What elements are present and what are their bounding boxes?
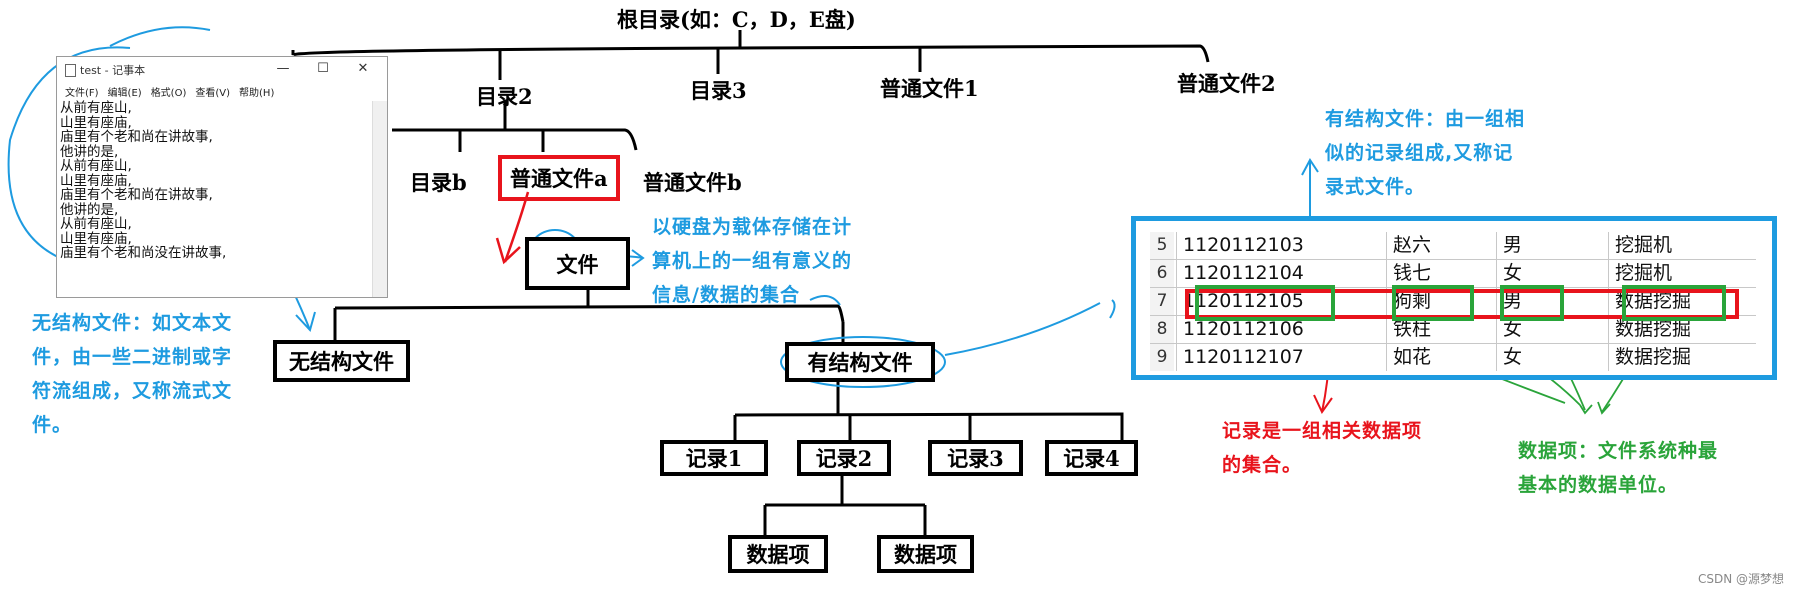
- cell-id: 1120112107: [1176, 344, 1386, 371]
- minimize-icon[interactable]: —: [269, 61, 297, 76]
- data-item-box-1: 数据项: [728, 535, 828, 573]
- dir-node-3: 目录3: [690, 75, 747, 105]
- notepad-line: 从前有座山,: [60, 159, 387, 174]
- menu-file[interactable]: 文件(F): [65, 84, 99, 99]
- file-node-b: 普通文件b: [643, 167, 742, 197]
- row-number: 8: [1150, 316, 1174, 343]
- unstructured-file-box: 无结构文件: [273, 340, 410, 382]
- table-row: 5 1120112103 赵六 男 挖掘机: [1150, 232, 1756, 259]
- cell-name: 赵六: [1386, 232, 1496, 259]
- cell-job: 挖掘机: [1608, 232, 1756, 259]
- table-row: 9 1120112107 如花 女 数据挖掘: [1150, 344, 1756, 371]
- menu-format[interactable]: 格式(O): [151, 84, 187, 99]
- dir-node-2: 目录2: [476, 81, 533, 111]
- file-definition-note: 以硬盘为载体存储在计 算机上的一组有意义的 信息/数据的集合: [652, 210, 852, 312]
- file-node-a: 普通文件a: [498, 155, 620, 201]
- row-number: 9: [1150, 344, 1174, 371]
- file-node-2: 普通文件2: [1177, 68, 1276, 98]
- record-box-1: 记录1: [660, 440, 768, 476]
- cell-name: 钱七: [1386, 260, 1496, 287]
- notepad-menubar: 文件(F) 编辑(E) 格式(O) 查看(V) 帮助(H): [57, 83, 387, 99]
- record-box-2: 记录2: [797, 440, 891, 476]
- cell-id: 1120112104: [1176, 260, 1386, 287]
- notepad-line: 山里有座庙,: [60, 232, 387, 247]
- notepad-line: 从前有座山,: [60, 101, 387, 116]
- close-icon[interactable]: ✕: [349, 61, 377, 76]
- data-item-note: 数据项：文件系统种最 基本的数据单位。: [1518, 434, 1718, 502]
- row-number: 5: [1150, 232, 1174, 259]
- cell-name: 如花: [1386, 344, 1496, 371]
- notepad-titlebar: test - 记事本 — ☐ ✕: [57, 57, 387, 83]
- notepad-scrollbar[interactable]: [372, 101, 387, 297]
- menu-view[interactable]: 查看(V): [195, 84, 230, 99]
- unstructured-note: 无结构文件：如文本文 件，由一些二进制或字 符流组成，又称流式文 件。: [32, 306, 232, 442]
- row-number: 6: [1150, 260, 1174, 287]
- table-row: 6 1120112104 钱七 女 挖掘机: [1150, 260, 1756, 287]
- notepad-window: test - 记事本 — ☐ ✕ 文件(F) 编辑(E) 格式(O) 查看(V)…: [56, 56, 388, 298]
- file-concept-box: 文件: [525, 237, 630, 290]
- record-note: 记录是一组相关数据项 的集合。: [1222, 414, 1422, 482]
- record-box-3: 记录3: [928, 440, 1023, 476]
- cell-job: 挖掘机: [1608, 260, 1756, 287]
- cell-sex: 女: [1496, 260, 1608, 287]
- cell-sex: 男: [1496, 232, 1608, 259]
- menu-help[interactable]: 帮助(H): [239, 84, 274, 99]
- notepad-line: 庙里有个老和尚在讲故事,: [60, 188, 387, 203]
- file-node-1: 普通文件1: [880, 73, 979, 103]
- structured-note: 有结构文件：由一组相 似的记录组成,又称记 录式文件。: [1325, 102, 1525, 204]
- notepad-text-area[interactable]: 从前有座山, 山里有座庙, 庙里有个老和尚在讲故事, 他讲的是, 从前有座山, …: [57, 99, 387, 261]
- maximize-icon[interactable]: ☐: [309, 61, 337, 76]
- data-item-highlight-id: [1195, 285, 1335, 321]
- cell-sex: 女: [1496, 344, 1608, 371]
- cell-job: 数据挖掘: [1608, 344, 1756, 371]
- notepad-line: 从前有座山,: [60, 217, 387, 232]
- notepad-line: 他讲的是,: [60, 145, 387, 160]
- watermark: CSDN @源梦想: [1698, 570, 1784, 587]
- notepad-line: 山里有座庙,: [60, 174, 387, 189]
- data-item-highlight-name: [1392, 285, 1474, 321]
- notepad-line: 庙里有个老和尚没在讲故事,: [60, 246, 387, 261]
- row-number: 7: [1150, 288, 1174, 315]
- notepad-line: 庙里有个老和尚在讲故事,: [60, 130, 387, 145]
- notepad-line: 山里有座庙,: [60, 116, 387, 131]
- record-box-4: 记录4: [1045, 440, 1138, 476]
- root-node: 根目录(如：C，D，E盘): [617, 4, 856, 34]
- data-item-box-2: 数据项: [877, 535, 974, 573]
- data-item-highlight-job: [1622, 285, 1726, 321]
- notepad-line: 他讲的是,: [60, 203, 387, 218]
- dir-node-b: 目录b: [410, 167, 467, 197]
- cell-id: 1120112103: [1176, 232, 1386, 259]
- menu-edit[interactable]: 编辑(E): [108, 84, 142, 99]
- notepad-title: test - 记事本: [80, 62, 145, 78]
- notepad-doc-icon: [65, 64, 76, 77]
- structured-file-box: 有结构文件: [785, 342, 935, 382]
- data-item-highlight-sex: [1500, 285, 1564, 321]
